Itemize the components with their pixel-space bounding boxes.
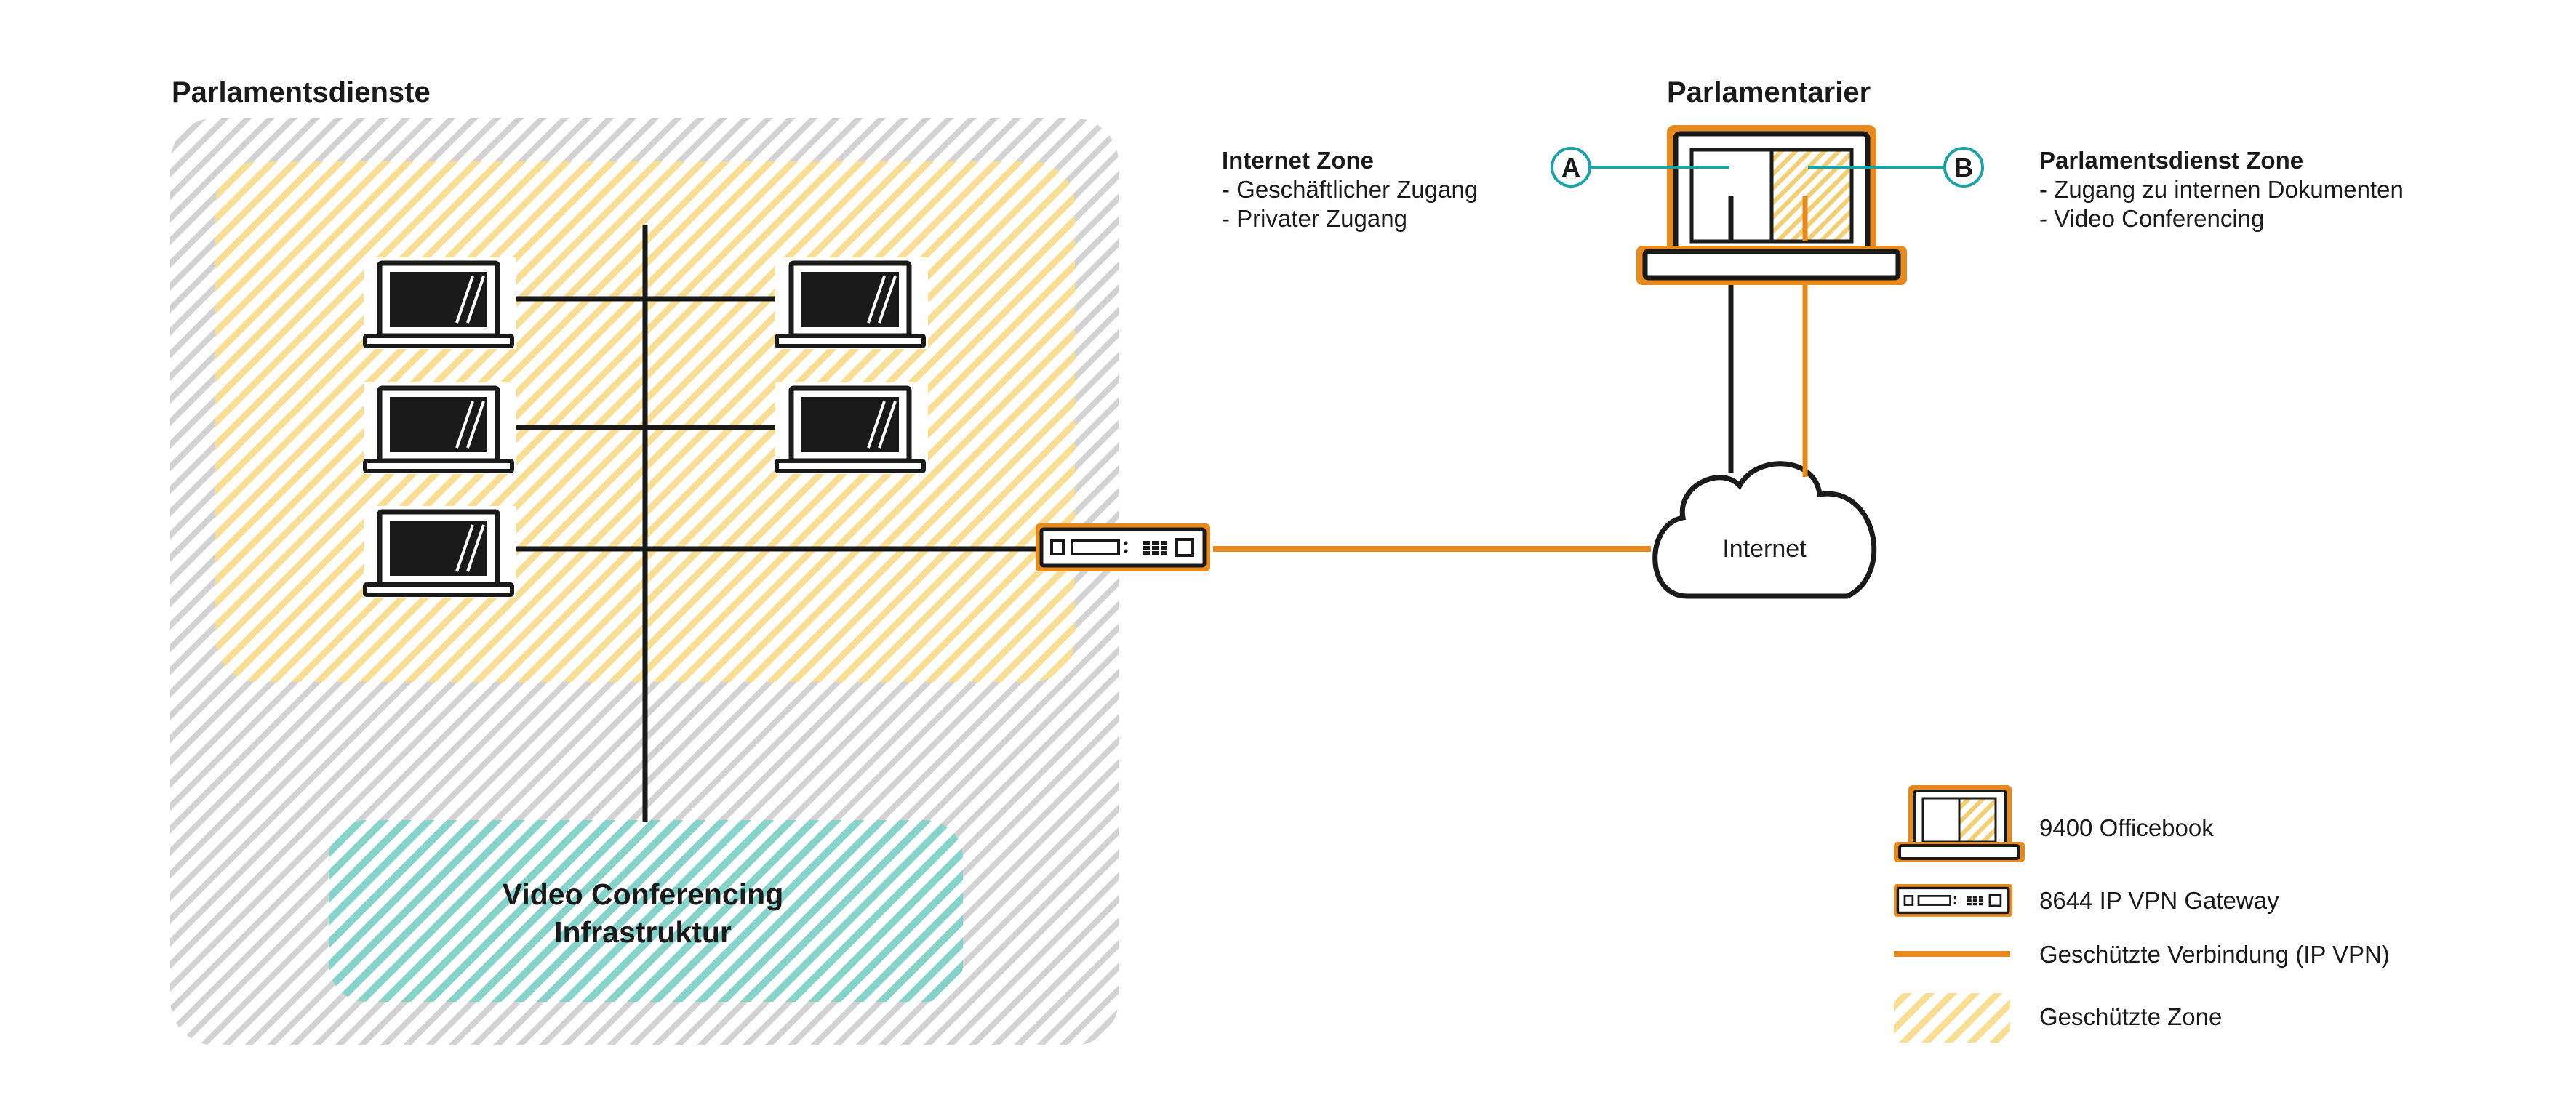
internet-label: Internet [1722,535,1807,563]
legend-zone-swatch [1894,993,2010,1043]
marker-b-label: B [1954,153,1973,182]
officebook-icon [1636,125,1907,285]
internet-zone-title: Internet Zone [1222,147,1374,174]
legend-vpn-label: Geschützte Verbindung (IP VPN) [2039,941,2390,968]
internet-cloud-icon [1652,461,1877,599]
parlamentsdienst-zone-line: - Zugang zu internen Dokumenten [2039,176,2404,203]
legend-gateway-icon [1892,883,2014,918]
video-conferencing-label-2: Infrastruktur [554,915,732,949]
laptop-icon [775,382,928,474]
laptop-icon [364,257,516,349]
video-conferencing-label-1: Video Conferencing [503,878,784,911]
legend-officebook-icon [1894,785,2025,862]
legend-zone-label: Geschützte Zone [2039,1003,2222,1030]
legend-gateway-label: 8644 IP VPN Gateway [2039,887,2279,914]
legend: 9400 Officebook 8644 IP VPN Gateway Gesc… [1892,785,2390,1043]
parlamentsdienst-zone-title: Parlamentsdienst Zone [2039,147,2303,174]
video-conferencing-zone [329,820,963,1002]
parlamentsdienst-zone-line: - Video Conferencing [2039,205,2264,232]
internet-zone-line: - Privater Zugang [1222,205,1407,232]
marker-a-circle [1551,147,1591,188]
laptop-icon [364,506,516,598]
legend-officebook-label: 9400 Officebook [2039,814,2214,841]
marker-a-label: A [1561,153,1580,182]
marker-b-circle [1943,147,1984,188]
parlamentsdienste-title: Parlamentsdienste [172,76,431,108]
internet-zone-line: - Geschäftlicher Zugang [1222,176,1478,203]
laptop-icon [775,257,928,349]
laptop-icon [364,382,516,474]
vpn-gateway-icon [1036,523,1210,571]
parlamentarier-title: Parlamentarier [1667,76,1871,108]
